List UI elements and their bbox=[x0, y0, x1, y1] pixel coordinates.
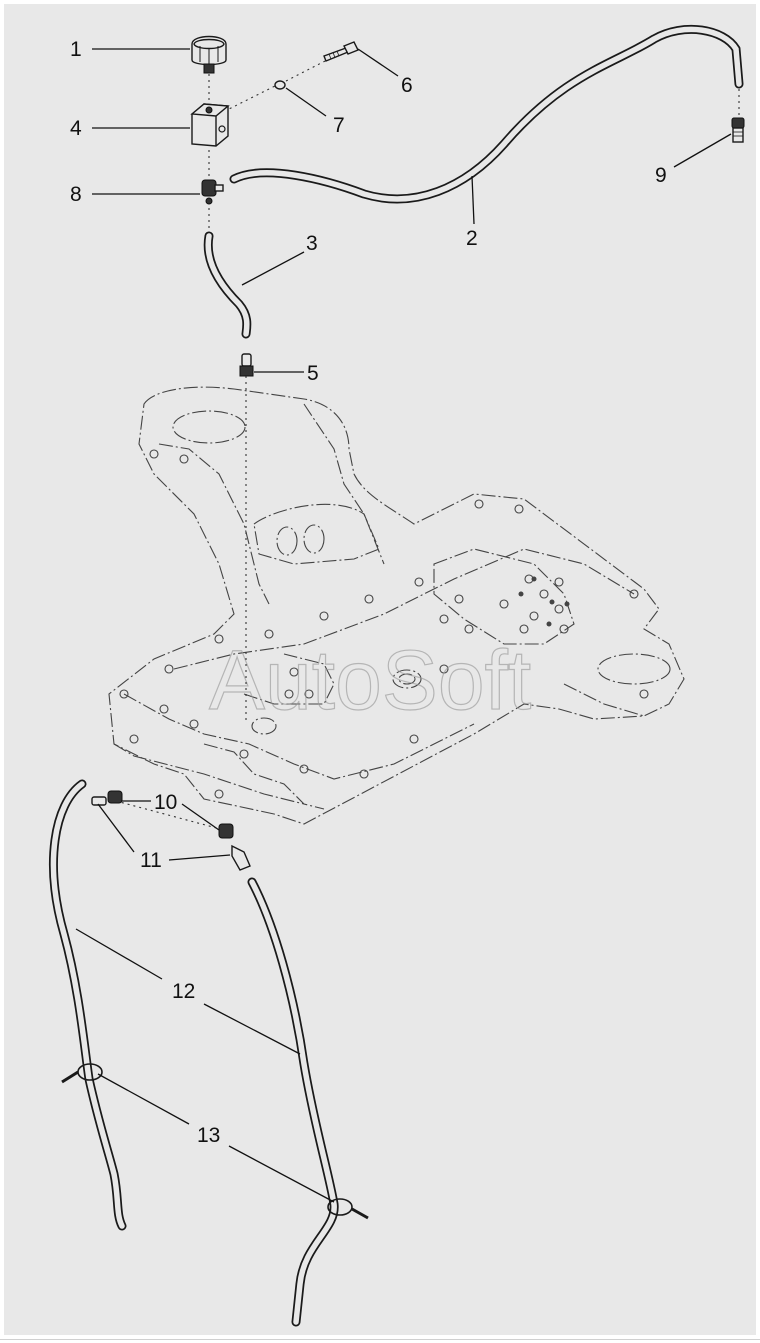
short-hose-part bbox=[203, 231, 252, 339]
assembly-axes bbox=[115, 58, 740, 831]
callout-9: 9 bbox=[655, 164, 667, 187]
hose-barb-part bbox=[91, 796, 251, 871]
connector-block-part bbox=[190, 103, 230, 147]
banjo-fitting-part bbox=[201, 179, 224, 205]
callout-12: 12 bbox=[172, 980, 195, 1003]
callout-1: 1 bbox=[70, 38, 82, 61]
callout-3: 3 bbox=[306, 232, 318, 255]
parts-diagram: AutoSoft bbox=[49, 24, 745, 1327]
drain-hose-part bbox=[49, 779, 339, 1327]
watermark-text: AutoSoft bbox=[209, 633, 531, 727]
long-hose-part bbox=[229, 24, 744, 204]
end-fitting-part bbox=[731, 117, 745, 143]
leader-lines bbox=[75, 48, 732, 1203]
washer-part bbox=[274, 80, 286, 90]
callout-10: 10 bbox=[154, 791, 177, 814]
callout-7: 7 bbox=[333, 114, 345, 137]
callout-6: 6 bbox=[401, 74, 413, 97]
callout-8: 8 bbox=[70, 183, 82, 206]
elbow-fitting-part bbox=[107, 790, 234, 839]
callout-labels: 1 2 3 4 5 6 7 8 9 10 11 12 13 bbox=[70, 38, 667, 1147]
callout-13: 13 bbox=[197, 1124, 220, 1147]
axle-housing bbox=[108, 386, 685, 825]
bolt-part bbox=[323, 41, 359, 62]
breather-cap-part bbox=[191, 35, 227, 74]
callout-11: 11 bbox=[140, 849, 162, 872]
callout-4: 4 bbox=[70, 117, 82, 140]
cable-tie-part bbox=[61, 1063, 369, 1220]
callout-2: 2 bbox=[466, 227, 478, 250]
nipple-part bbox=[239, 353, 254, 377]
callout-5: 5 bbox=[307, 362, 319, 385]
